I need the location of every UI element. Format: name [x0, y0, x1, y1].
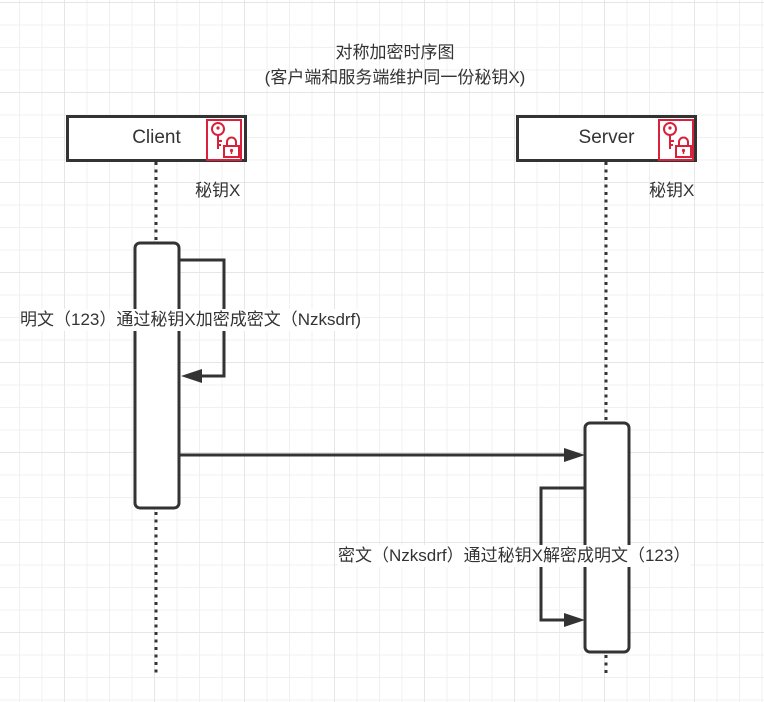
title-line-1: 对称加密时序图 — [335, 43, 455, 62]
title-line-2: (客户端和服务端维护同一份秘钥X) — [264, 68, 526, 87]
participant-client-name: Client — [132, 127, 181, 148]
participant-server[interactable]: Server — [516, 115, 697, 162]
client-self-message-arrowhead — [181, 369, 202, 383]
client-activation-bar[interactable] — [133, 241, 181, 510]
client-key-label: 秘钥X — [195, 181, 241, 200]
server-key-label: 秘钥X — [649, 181, 695, 200]
server-self-message-label[interactable]: 密文（Nzksdrf）通过秘钥X解密成明文（123） — [338, 545, 691, 567]
client-self-message-label[interactable]: 明文（123）通过秘钥X加密成密文（Nzksdrf) — [20, 309, 361, 331]
server-self-message-arrowhead — [564, 613, 585, 627]
participant-client[interactable]: Client — [66, 115, 247, 162]
key-lock-icon — [658, 119, 694, 161]
participant-server-name: Server — [578, 127, 635, 148]
client-to-server-arrowhead — [564, 448, 585, 462]
diagram-title: 对称加密时序图 (客户端和服务端维护同一份秘钥X) — [0, 40, 764, 90]
key-lock-icon — [206, 119, 242, 161]
server-activation-bar[interactable] — [583, 421, 631, 654]
